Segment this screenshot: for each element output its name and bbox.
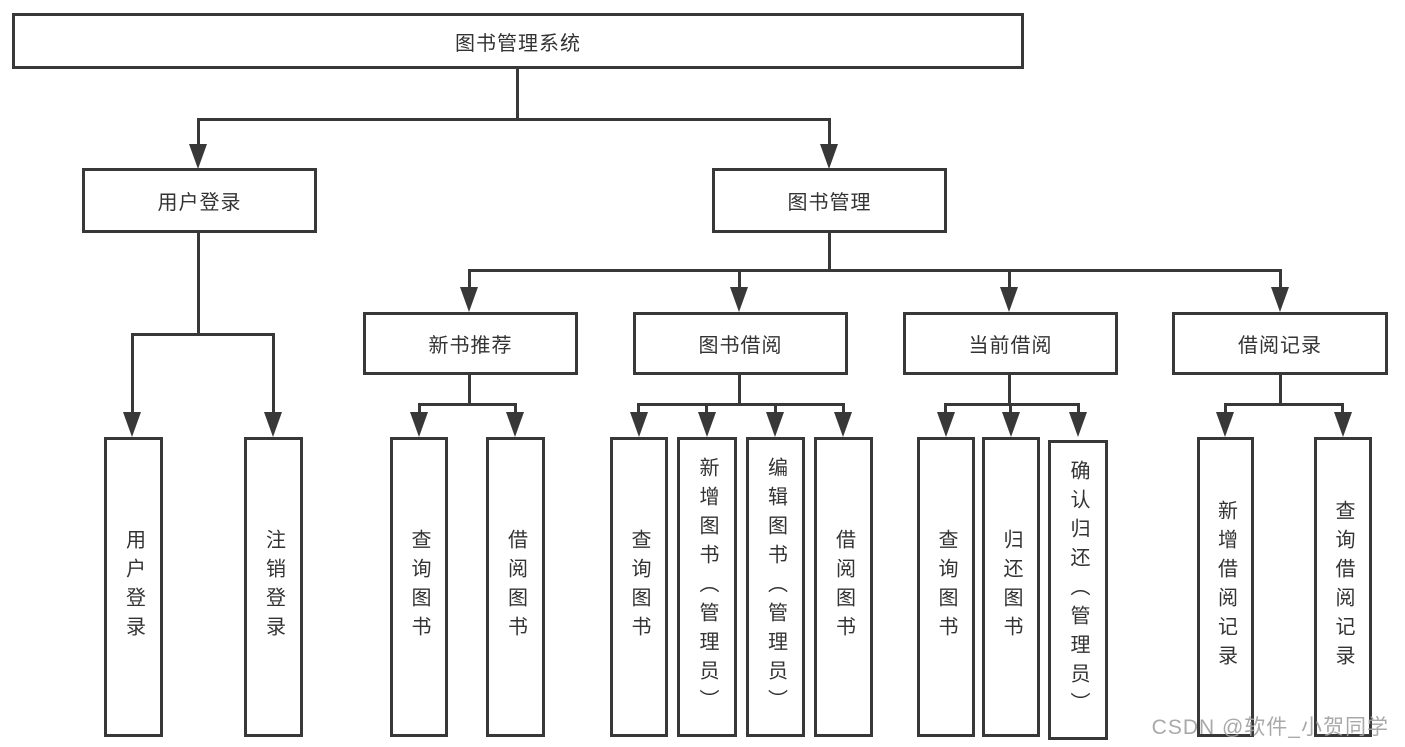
node-leaf-bb-query-books: 查询图书 [610, 437, 668, 737]
node-book-management-label: 图书管理 [787, 192, 872, 214]
node-leaf-cb-confirm-return-label: 确认归还（管理员） [1067, 459, 1089, 721]
connector-borrow-records-trunk [1279, 375, 1282, 406]
arrowhead-leaf-logout [264, 412, 282, 437]
node-leaf-br-query-record-label: 查询借阅记录 [1332, 500, 1354, 674]
connector-drop-cb-query [944, 403, 947, 415]
connector-current-borrow-branch [944, 403, 1080, 406]
arrowhead-bb-borrow [834, 412, 852, 437]
node-book-management: 图书管理 [712, 168, 947, 233]
node-leaf-rec-borrow-books-label: 借阅图书 [504, 529, 527, 645]
arrowhead-cb-query [937, 412, 955, 437]
connector-drop-bb-query [637, 403, 640, 415]
node-leaf-user-login: 用户登录 [104, 437, 163, 737]
node-user-login: 用户登录 [82, 168, 317, 233]
connector-drop-new-book-recommend [468, 269, 471, 289]
connector-drop-bb-borrow [842, 403, 845, 415]
node-leaf-bb-add-books: 新增图书（管理员） [677, 437, 737, 737]
node-leaf-rec-query-books: 查询图书 [390, 437, 448, 737]
connector-borrow-records-branch [1224, 403, 1344, 406]
node-root: 图书管理系统 [12, 13, 1024, 69]
connector-drop-rec-query [418, 403, 421, 415]
node-leaf-cb-return-books-label: 归还图书 [1000, 529, 1022, 645]
arrowhead-book-management [820, 144, 838, 169]
node-new-book-recommend-label: 新书推荐 [428, 335, 513, 357]
node-leaf-logout: 注销登录 [244, 437, 303, 737]
connector-current-borrow-trunk [1008, 375, 1011, 406]
arrowhead-new-book-recommend [460, 287, 478, 312]
node-leaf-cb-query-books-label: 查询图书 [935, 529, 957, 645]
watermark: CSDN @软件_小贺同学 [1151, 716, 1389, 739]
node-leaf-bb-edit-books: 编辑图书（管理员） [746, 437, 805, 737]
arrowhead-br-add [1216, 412, 1234, 437]
connector-drop-user-login [197, 118, 200, 146]
connector-new-book-recommend-branch [418, 403, 517, 406]
node-borrow-records-label: 借阅记录 [1238, 335, 1322, 357]
arrowhead-cb-return [1002, 412, 1020, 437]
connector-user-login-branch [131, 333, 275, 336]
node-leaf-bb-borrow-books: 借阅图书 [814, 437, 873, 737]
arrowhead-bb-edit [766, 412, 784, 437]
node-leaf-user-login-label: 用户登录 [122, 529, 145, 645]
node-leaf-bb-add-books-label: 新增图书（管理员） [696, 456, 718, 718]
connector-drop-borrow-records [1279, 269, 1282, 289]
node-borrow-records: 借阅记录 [1172, 312, 1388, 375]
node-leaf-bb-query-books-label: 查询图书 [628, 529, 650, 645]
node-current-borrow: 当前借阅 [903, 312, 1118, 375]
connector-drop-cb-confirm [1077, 403, 1080, 415]
node-leaf-br-query-record: 查询借阅记录 [1314, 437, 1372, 737]
connector-drop-bb-edit [774, 403, 777, 415]
arrowhead-cb-confirm [1069, 412, 1087, 437]
connector-level3-branch [468, 269, 1282, 272]
connector-drop-br-query [1341, 403, 1344, 415]
node-leaf-rec-query-books-label: 查询图书 [408, 529, 430, 645]
connector-book-borrow-branch [637, 403, 844, 406]
arrowhead-bb-query [630, 412, 648, 437]
arrowhead-current-borrow [1000, 287, 1018, 312]
node-leaf-logout-label: 注销登录 [262, 529, 285, 645]
connector-drop-book-management [828, 118, 831, 146]
arrowhead-br-query [1334, 412, 1352, 437]
node-leaf-cb-return-books: 归还图书 [982, 437, 1040, 737]
node-new-book-recommend: 新书推荐 [363, 312, 578, 375]
arrowhead-book-borrow [730, 287, 748, 312]
arrowhead-rec-query [410, 412, 428, 437]
node-leaf-rec-borrow-books: 借阅图书 [486, 437, 545, 737]
node-leaf-bb-borrow-books-label: 借阅图书 [832, 529, 855, 645]
node-leaf-br-add-record-label: 新增借阅记录 [1214, 500, 1237, 674]
connector-user-login-trunk [197, 233, 200, 336]
connector-book-borrow-trunk [738, 375, 741, 406]
connector-drop-br-add [1224, 403, 1227, 415]
connector-drop-rec-borrow [514, 403, 517, 415]
node-book-borrow-label: 图书借阅 [698, 335, 783, 357]
connector-book-management-trunk [828, 233, 831, 272]
connector-drop-leaf-user-login [131, 333, 134, 413]
arrowhead-rec-borrow [506, 412, 524, 437]
node-leaf-bb-edit-books-label: 编辑图书（管理员） [764, 456, 787, 718]
node-leaf-cb-query-books: 查询图书 [917, 437, 975, 737]
connector-drop-current-borrow [1008, 269, 1011, 289]
connector-drop-leaf-logout [272, 333, 275, 413]
connector-new-book-recommend-trunk [468, 375, 471, 406]
connector-drop-bb-add [705, 403, 708, 415]
arrowhead-borrow-records [1271, 287, 1289, 312]
node-root-label: 图书管理系统 [455, 32, 581, 55]
node-leaf-cb-confirm-return: 确认归还（管理员） [1048, 440, 1108, 740]
node-user-login-label: 用户登录 [157, 192, 242, 214]
node-leaf-br-add-record: 新增借阅记录 [1197, 437, 1254, 737]
arrowhead-user-login [189, 144, 207, 169]
node-current-borrow-label: 当前借阅 [968, 335, 1053, 357]
connector-drop-book-borrow [738, 269, 741, 289]
arrowhead-bb-add [698, 412, 716, 437]
connector-drop-cb-return [1009, 403, 1012, 415]
arrowhead-leaf-user-login [123, 412, 141, 437]
connector-root-trunk [516, 69, 519, 119]
connector-level2-branch [197, 118, 831, 121]
node-book-borrow: 图书借阅 [633, 312, 848, 375]
